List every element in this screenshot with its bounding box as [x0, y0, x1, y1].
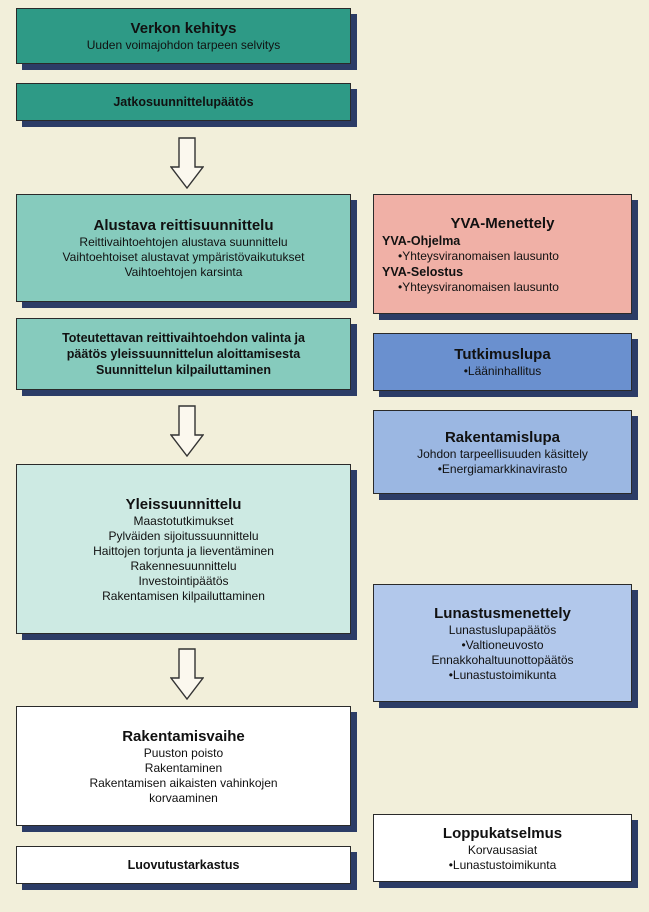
down-arrow-2: [170, 405, 204, 457]
alustava-line-3: Vaihtoehtojen karsinta: [124, 265, 243, 279]
yva-ohjelma-label: YVA-Ohjelma: [382, 233, 461, 248]
lunastus-line-2: •Valtioneuvosto: [461, 637, 544, 652]
loppukatselmus-line-1: Korvausasiat: [467, 842, 538, 857]
luovutustarkastus-box: Luovutustarkastus: [16, 846, 351, 884]
rakentamislupa-title: Rakentamislupa: [444, 428, 561, 446]
lunastusmenettely-box: Lunastusmenettely Lunastuslupapäätös •Va…: [373, 584, 632, 702]
yleis-line-5: Investointipäätös: [138, 573, 229, 588]
yleis-line-1: Maastotutkimukset: [133, 513, 234, 528]
rakentamisvaihe-line-3: Rakentamisen aikaisten vahinkojen: [89, 775, 278, 790]
rakentamisvaihe-line-2: Rakentaminen: [144, 760, 223, 775]
toteutettava-line-2: päätös yleissuunnittelun aloittamisesta: [66, 347, 301, 361]
rakentamisvaihe-box: Rakentamisvaihe Puuston poisto Rakentami…: [16, 706, 351, 826]
toteutettava-line-1: Toteutettavan reittivaihtoehdon valinta …: [62, 331, 305, 345]
yva-selostus-item: •Yhteysviranomaisen lausunto: [398, 279, 559, 294]
rakentamislupa-box: Rakentamislupa Johdon tarpeellisuuden kä…: [373, 410, 632, 494]
toteutettava-line-3: Suunnittelun kilpailuttaminen: [96, 363, 271, 377]
yva-selostus-label: YVA-Selostus: [382, 264, 464, 279]
rakentamislupa-line-1: Johdon tarpeellisuuden käsittely: [417, 446, 588, 461]
yva-menettely-box: YVA-Menettely YVA-Ohjelma •Yhteysviranom…: [373, 194, 632, 314]
rakentamislupa-line-2: •Energiamarkkinavirasto: [437, 461, 568, 476]
yleis-line-2: Pylväiden sijoitussuunnittelu: [108, 528, 259, 543]
yleis-line-4: Rakennesuunnittelu: [130, 558, 237, 573]
verkon-kehitys-title: Verkon kehitys: [130, 20, 237, 37]
toteutettava-box: Toteutettavan reittivaihtoehdon valinta …: [16, 318, 351, 390]
rakentamisvaihe-title: Rakentamisvaihe: [122, 727, 245, 745]
lunastus-line-4: •Lunastustoimikunta: [448, 667, 557, 682]
luovutus-title: Luovutustarkastus: [127, 858, 240, 872]
alustava-reittisuunnittelu-box: Alustava reittisuunnittelu Reittivaihtoe…: [16, 194, 351, 302]
alustava-line-1: Reittivaihtoehtojen alustava suunnittelu: [79, 235, 288, 249]
lunastus-line-1: Lunastuslupapäätös: [448, 622, 557, 637]
yleis-title: Yleissuunnittelu: [125, 495, 242, 513]
lunastus-title: Lunastusmenettely: [434, 604, 571, 622]
yleis-line-6: Rakentamisen kilpailuttaminen: [102, 588, 265, 603]
down-arrow-3: [170, 648, 204, 700]
down-arrow-1: [170, 137, 204, 189]
yva-title: YVA-Menettely: [450, 214, 555, 232]
rakentamisvaihe-line-4: korvaaminen: [149, 790, 218, 805]
lunastus-line-3: Ennakkohaltuunottopäätös: [431, 652, 574, 667]
yleis-line-3: Haittojen torjunta ja lieventäminen: [93, 543, 274, 558]
loppukatselmus-box: Loppukatselmus Korvausasiat •Lunastustoi…: [373, 814, 632, 882]
tutkimuslupa-box: Tutkimuslupa •Lääninhallitus: [373, 333, 632, 391]
loppukatselmus-line-2: •Lunastustoimikunta: [448, 857, 557, 872]
loppukatselmus-title: Loppukatselmus: [442, 824, 563, 842]
alustava-title: Alustava reittisuunnittelu: [93, 217, 274, 234]
jatkosuunnittelu-box: Jatkosuunnittelupäätös: [16, 83, 351, 121]
tutkimuslupa-title: Tutkimuslupa: [454, 346, 551, 363]
tutkimuslupa-line-1: •Lääninhallitus: [463, 364, 542, 378]
verkon-kehitys-line: Uuden voimajohdon tarpeen selvitys: [86, 38, 281, 52]
yleissuunnittelu-box: Yleissuunnittelu Maastotutkimukset Pylvä…: [16, 464, 351, 634]
alustava-line-2: Vaihtoehtoiset alustavat ympäristövaikut…: [62, 250, 305, 264]
jatkosuunnittelu-title: Jatkosuunnittelupäätös: [113, 95, 254, 109]
rakentamisvaihe-line-1: Puuston poisto: [143, 745, 224, 760]
yva-ohjelma-item: •Yhteysviranomaisen lausunto: [398, 248, 559, 263]
verkon-kehitys-box: Verkon kehitys Uuden voimajohdon tarpeen…: [16, 8, 351, 64]
